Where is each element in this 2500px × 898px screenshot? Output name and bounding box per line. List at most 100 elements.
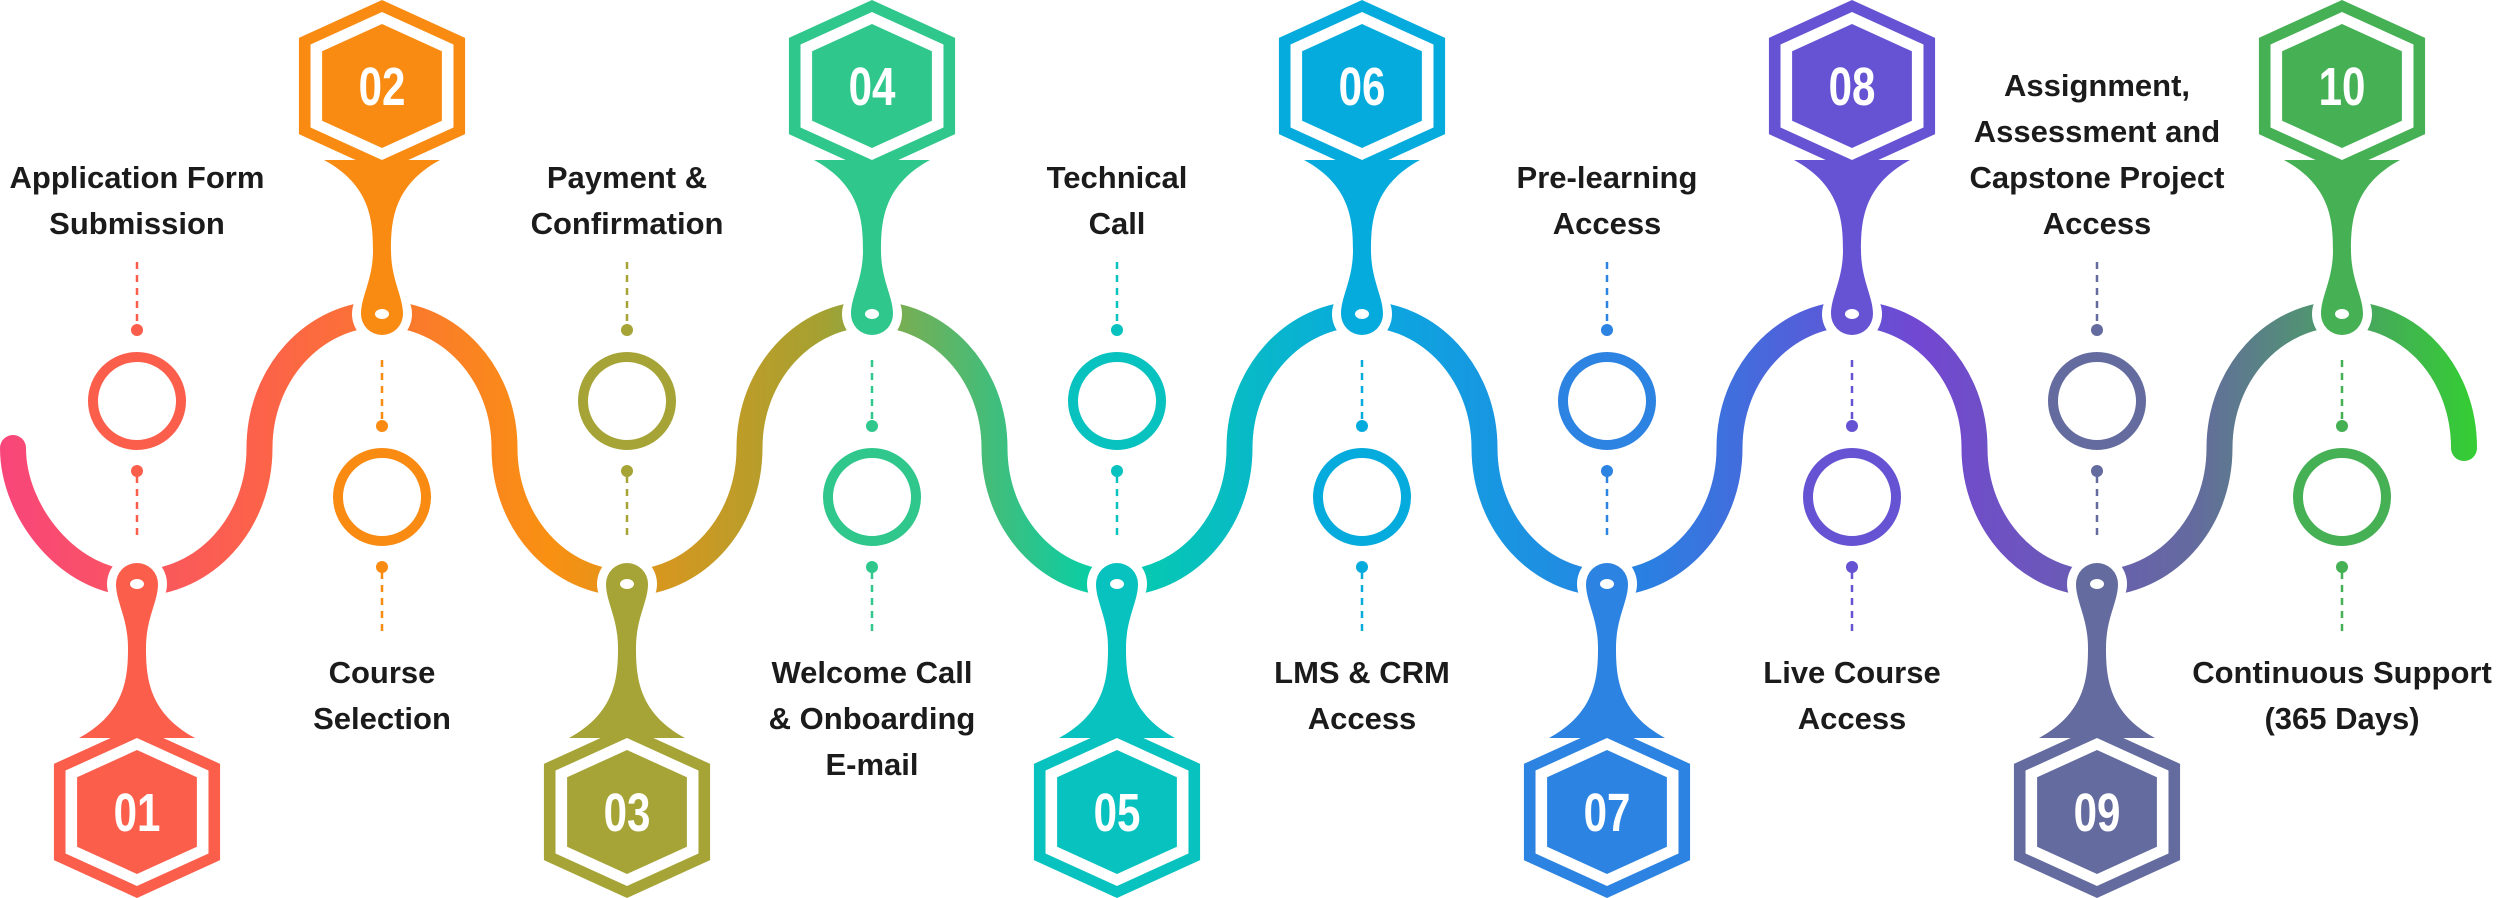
step-06: 06: [1278, 0, 1446, 636]
ring-icon: [1313, 448, 1411, 546]
step-number: 09: [2074, 783, 2121, 843]
step-number: 01: [114, 783, 161, 843]
step-08: 08: [1768, 0, 1936, 636]
step-number: 05: [1094, 783, 1141, 843]
step-label: LMS & CRM Access: [1202, 650, 1522, 742]
step-label-line: LMS & CRM: [1274, 655, 1450, 690]
connector-dot: [866, 561, 878, 573]
hexagon-inner: [1302, 24, 1422, 148]
ring-icon: [333, 448, 431, 546]
step-label-line: Welcome Call: [771, 655, 973, 690]
step-label: Continuous Support(365 Days): [2182, 650, 2500, 742]
step-marker: [543, 554, 711, 898]
step-label-line: Capstone Project: [1969, 160, 2225, 195]
connector-dot: [2336, 561, 2348, 573]
connector-dot: [1846, 420, 1858, 432]
connector-dot: [131, 465, 143, 477]
step-label-line: Course: [328, 655, 436, 690]
step-label-line: Access: [1797, 701, 1907, 736]
pin-stem: [79, 563, 195, 738]
hexagon-inner: [2037, 750, 2157, 874]
step-marker: [298, 0, 466, 344]
connector-dot: [621, 324, 633, 336]
step-04: 04: [788, 0, 956, 636]
step-number: 03: [604, 783, 651, 843]
hexagon-inner: [322, 24, 442, 148]
ring-icon: [2048, 352, 2146, 450]
step-label-line: Live Course: [1763, 655, 1941, 690]
hexagon-inner: [567, 750, 687, 874]
step-number: 04: [849, 57, 896, 117]
pin-stem: [569, 563, 685, 738]
ring-icon: [88, 352, 186, 450]
step-number: 02: [359, 57, 406, 117]
connector-dot: [1356, 420, 1368, 432]
step-number: 10: [2319, 57, 2366, 117]
step-05: 05: [1033, 262, 1201, 898]
pin-stem: [324, 160, 440, 335]
ring-icon: [1558, 352, 1656, 450]
pin-stem: [814, 160, 930, 335]
node-hole: [1600, 579, 1614, 589]
ring-icon: [2293, 448, 2391, 546]
step-01: 01: [53, 262, 221, 898]
step-marker: [53, 554, 221, 898]
step-label-line: Assignment,: [2003, 68, 2191, 103]
node-hole: [2090, 579, 2104, 589]
step-marker: [788, 0, 956, 344]
step-label-line: Submission: [49, 206, 225, 241]
step-number: 06: [1339, 57, 1386, 117]
ring-icon: [578, 352, 676, 450]
step-label-line: Access: [1307, 701, 1417, 736]
step-number: 08: [1829, 57, 1876, 117]
connector-dot: [1601, 465, 1613, 477]
connector-dot: [2336, 420, 2348, 432]
step-label-line: Continuous Support: [2192, 655, 2492, 690]
step-label: Payment & Confirmation: [467, 155, 787, 247]
step-label-line: Payment &: [546, 160, 708, 195]
step-02: 02: [298, 0, 466, 636]
node-hole: [375, 309, 389, 319]
step-07: 07: [1523, 262, 1691, 898]
step-number: 07: [1584, 783, 1631, 843]
step-marker: [1033, 554, 1201, 898]
hexagon-inner: [1057, 750, 1177, 874]
hexagon-inner: [2282, 24, 2402, 148]
connector-dot: [866, 420, 878, 432]
step-label-line: E-mail: [825, 747, 919, 782]
connector-dot: [1111, 324, 1123, 336]
connector-dot: [1601, 324, 1613, 336]
ring-icon: [1803, 448, 1901, 546]
step-09: 09: [2013, 262, 2181, 898]
step-label-line: Access: [1552, 206, 1662, 241]
pin-stem: [1794, 160, 1910, 335]
node-hole: [2335, 309, 2349, 319]
node-hole: [1845, 309, 1859, 319]
step-marker: [2258, 0, 2426, 344]
connector-dot: [376, 420, 388, 432]
node-hole: [865, 309, 879, 319]
hexagon-inner: [1547, 750, 1667, 874]
connector-dot: [1111, 465, 1123, 477]
pin-stem: [2284, 160, 2400, 335]
connector-dot: [376, 561, 388, 573]
step-marker: [1278, 0, 1446, 344]
hexagon-inner: [77, 750, 197, 874]
connector-dot: [2091, 465, 2103, 477]
step-label-line: & Onboarding: [768, 701, 976, 736]
step-label-line: Assessment and: [1973, 114, 2221, 149]
step-marker: [1768, 0, 1936, 344]
step-label-line: Access: [2042, 206, 2152, 241]
step-label-line: Confirmation: [530, 206, 724, 241]
pin-stem: [2039, 563, 2155, 738]
step-label-line: Application Form: [9, 160, 265, 195]
